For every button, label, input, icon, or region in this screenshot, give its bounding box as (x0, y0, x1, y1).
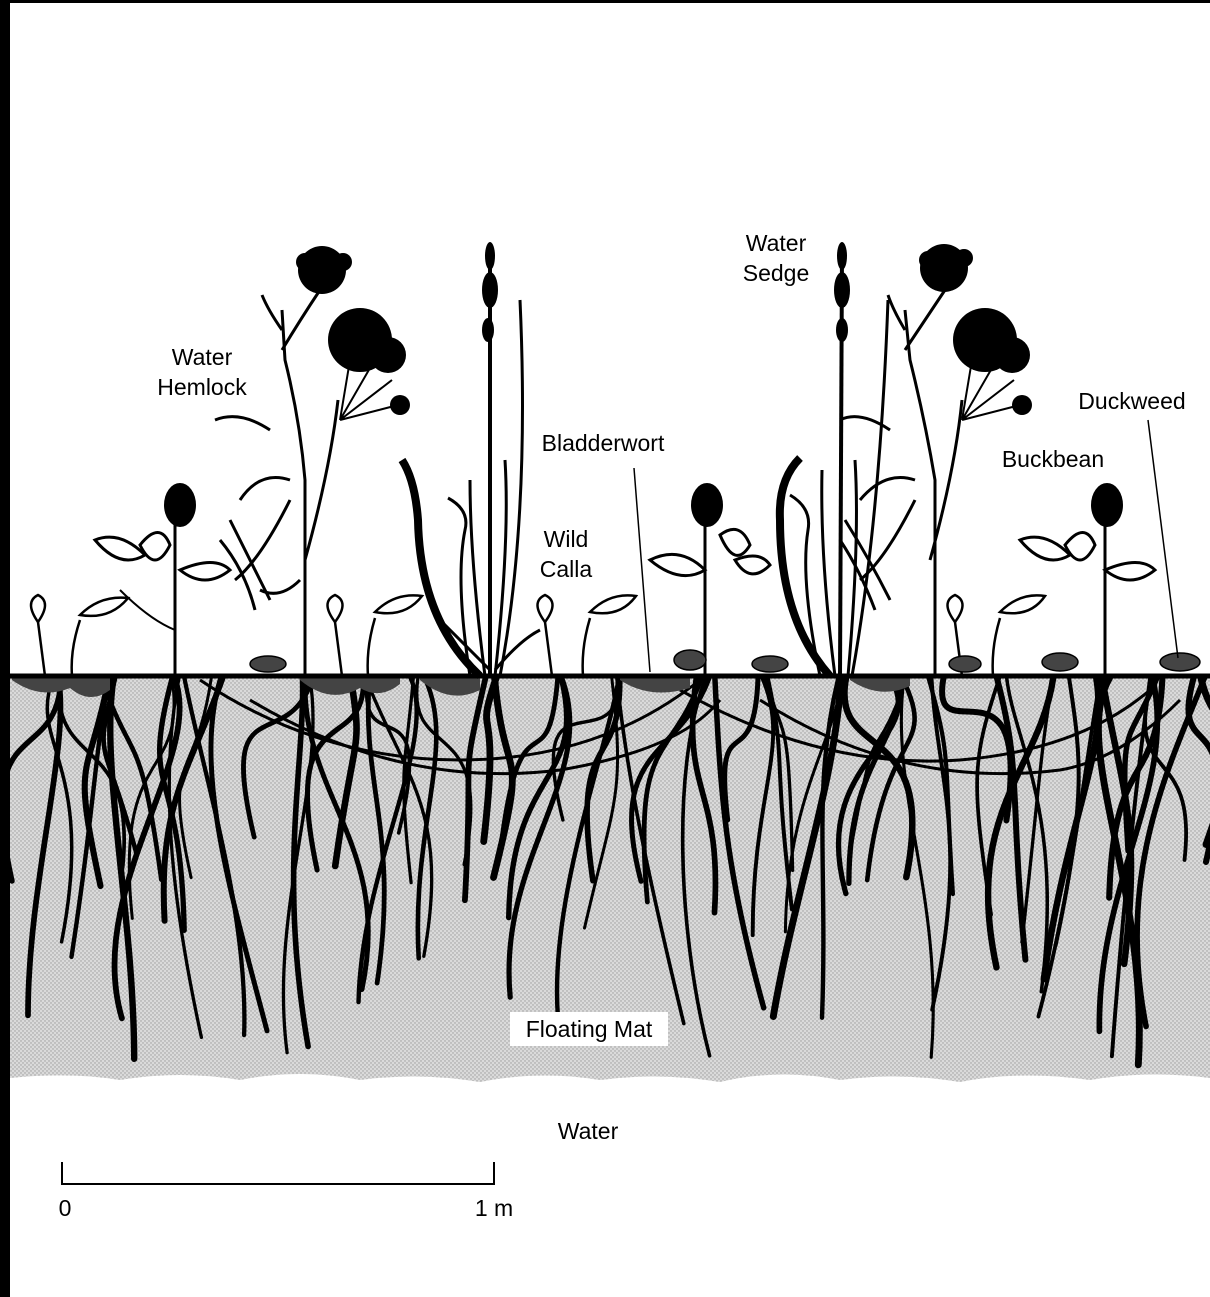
scale-bar-end-label: 1 m (475, 1195, 513, 1221)
water-hemlock-left (215, 290, 338, 676)
hemlock-flower-clusters-left (296, 246, 410, 415)
label-water: Water (558, 1118, 619, 1144)
label-water-hemlock-line1: Water (172, 344, 233, 370)
label-wild-calla-line1: Wild (544, 526, 589, 552)
water-hemlock-right (840, 290, 962, 676)
duckweed-clumps (250, 650, 1200, 672)
label-floating-mat: Floating Mat (526, 1016, 653, 1042)
label-water-sedge-line1: Water (746, 230, 807, 256)
wild-calla-plants (31, 595, 1045, 676)
scale-bar-start-label: 0 (59, 1195, 72, 1221)
label-wild-calla-line2: Calla (540, 556, 593, 582)
label-duckweed: Duckweed (1078, 388, 1185, 414)
buckbean-right (1020, 483, 1155, 676)
sedge-spikes-left (482, 242, 498, 342)
sedge-spikes-right (834, 242, 850, 342)
label-buckbean: Buckbean (1002, 446, 1104, 472)
label-bladderwort: Bladderwort (542, 430, 665, 456)
label-water-sedge-line2: Sedge (743, 260, 810, 286)
scale-bar-line (62, 1162, 494, 1184)
buckbean-left (95, 483, 230, 676)
buckbean-middle (650, 483, 770, 676)
label-water-hemlock-line2: Hemlock (157, 374, 247, 400)
scale-bar: 0 1 m (59, 1162, 514, 1221)
hemlock-flower-clusters-right (919, 244, 1032, 415)
water-sedge-left (402, 250, 540, 676)
water-sedge-right (780, 250, 888, 676)
